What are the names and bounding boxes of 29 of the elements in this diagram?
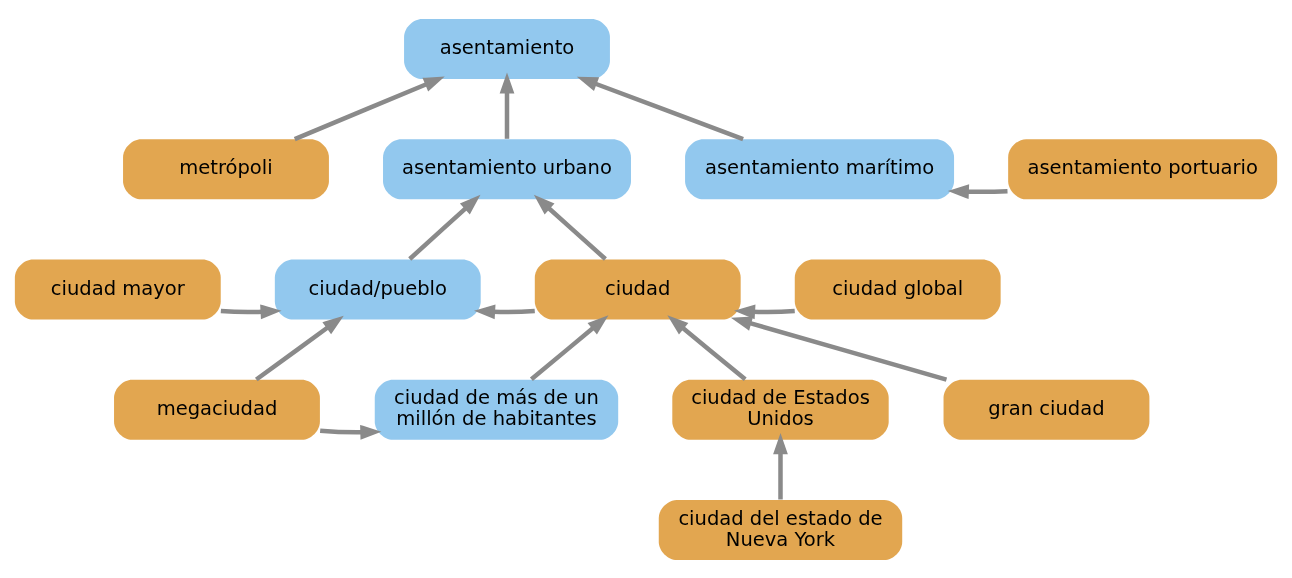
arrow <box>255 315 344 381</box>
node-box: asentamiento portuario <box>1008 138 1278 199</box>
arrow <box>730 315 948 382</box>
arrow <box>947 183 1008 199</box>
node-box: ciudad mayor <box>14 258 221 320</box>
node-box: asentamiento marítimo <box>685 138 955 199</box>
node-box: asentamiento urbano <box>383 138 631 199</box>
node-box: ciudad <box>534 258 741 320</box>
node-box: asentamiento <box>404 18 610 79</box>
arrow <box>220 304 282 319</box>
arrow <box>576 76 744 141</box>
arrow <box>667 314 747 381</box>
arrow <box>529 314 609 381</box>
arrow <box>293 76 445 141</box>
arrow <box>773 432 788 499</box>
node-box: metrópoli <box>123 138 329 199</box>
arrow <box>499 71 515 139</box>
node-box: ciudad de más de un millón de habitantes <box>374 379 619 440</box>
arrow <box>319 424 382 440</box>
arrow <box>474 303 535 319</box>
node-box: gran ciudad <box>943 379 1150 440</box>
arrow <box>533 194 607 261</box>
node-box: ciudad/pueblo <box>274 258 481 320</box>
arrow <box>408 194 481 261</box>
node-box: ciudad del estado de Nueva York <box>658 499 903 560</box>
node-box: ciudad de Estados Unidos <box>672 379 889 440</box>
arrow <box>734 303 795 319</box>
node-box: megaciudad <box>114 379 320 440</box>
node-box: ciudad global <box>794 258 1001 320</box>
